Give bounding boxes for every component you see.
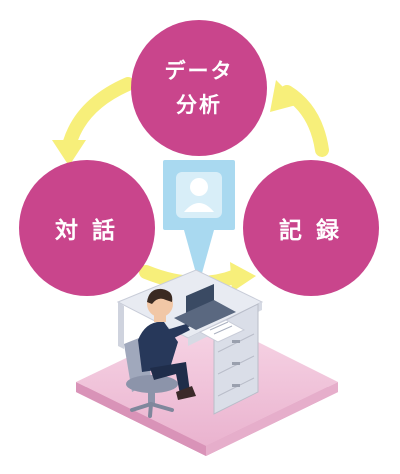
desk-papers	[198, 319, 246, 343]
node-data-analysis-line2: 分析	[176, 93, 222, 117]
user-profile-icon	[184, 178, 214, 212]
floor-platform	[76, 318, 338, 456]
arrow-head-right	[230, 262, 256, 292]
node-data-analysis-line1: データ	[164, 59, 234, 83]
node-record-label: 記録	[279, 218, 353, 244]
node-record: 記録	[243, 160, 379, 296]
office-chair	[124, 336, 178, 418]
laptop	[174, 284, 236, 330]
office-worker-illustration	[138, 288, 196, 400]
arrow-heads	[52, 80, 300, 292]
arrow-head-top	[270, 80, 300, 112]
arrow-head-left	[52, 140, 86, 166]
profile-bubble	[163, 160, 235, 284]
node-dialogue-label: 対話	[55, 218, 129, 244]
node-dialogue: 対話	[19, 160, 155, 296]
node-data-analysis: データ 分析	[131, 20, 267, 156]
arrow-right-to-top	[280, 85, 329, 157]
arrow-top-to-left	[63, 77, 135, 149]
